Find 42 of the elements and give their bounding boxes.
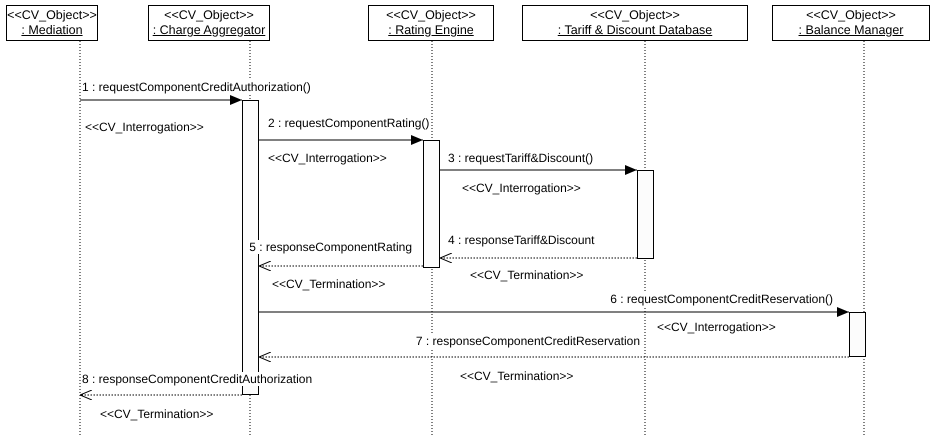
message-arrow xyxy=(258,260,424,272)
stereotype-label: <<CV_Interrogation>> xyxy=(268,151,387,165)
edge-label: 3 : requestTariff&Discount() xyxy=(448,151,594,165)
stereotype-text: <<CV_Object>> xyxy=(164,8,254,23)
message-arrow xyxy=(258,352,850,362)
object-name: : Rating Engine xyxy=(388,23,474,38)
message-arrow xyxy=(80,390,242,400)
object-box xyxy=(368,5,494,41)
edge-label: 4 : responseTariff&Discount xyxy=(448,233,595,247)
stereotype-label: <<CV_Termination>> xyxy=(100,407,214,421)
object-box xyxy=(772,5,930,41)
stereotype-label: <<CV_Interrogation>> xyxy=(85,120,204,134)
message-arrow xyxy=(258,307,850,317)
object-box xyxy=(522,5,748,41)
object-box xyxy=(6,5,98,41)
edge-label: 2 : requestComponentRating() xyxy=(268,116,430,130)
stereotype-text: <<CV_Object>> xyxy=(590,8,680,23)
stereotype-text: <<CV_Object>> xyxy=(806,8,896,23)
edge-label: 7 : responseComponentCreditReservation xyxy=(416,334,640,348)
message-arrow xyxy=(440,165,638,175)
stereotype-text: <<CV_Object>> xyxy=(7,8,97,23)
message-arrow xyxy=(80,95,242,105)
edge-label: 6 : requestComponentCreditReservation() xyxy=(610,292,833,306)
stereotype-label: <<CV_Interrogation>> xyxy=(657,320,776,334)
stereotype-label: <<CV_Termination>> xyxy=(470,268,584,282)
object-name: : Balance Manager xyxy=(798,23,904,38)
activation-bar xyxy=(423,140,440,268)
object-name: : Tariff & Discount Database xyxy=(558,23,712,38)
activation-bar xyxy=(849,312,866,357)
activation-bar xyxy=(637,170,654,259)
edge-label: 8 : responseComponentCreditAuthorization xyxy=(82,372,312,386)
object-name: : Charge Aggregator xyxy=(152,23,266,38)
stereotype-label: <<CV_Termination>> xyxy=(460,369,574,383)
stereotype-text: <<CV_Object>> xyxy=(386,8,476,23)
message-arrow xyxy=(440,252,638,264)
object-box xyxy=(148,5,270,41)
stereotype-label: <<CV_Interrogation>> xyxy=(462,181,581,195)
object-name: : Mediation xyxy=(21,23,83,38)
message-arrow xyxy=(258,135,424,145)
stereotype-label: <<CV_Termination>> xyxy=(272,277,386,291)
edge-label: 5 : responseComponentRating xyxy=(249,240,412,254)
edge-label: 1 : requestComponentCreditAuthorization() xyxy=(82,80,311,94)
